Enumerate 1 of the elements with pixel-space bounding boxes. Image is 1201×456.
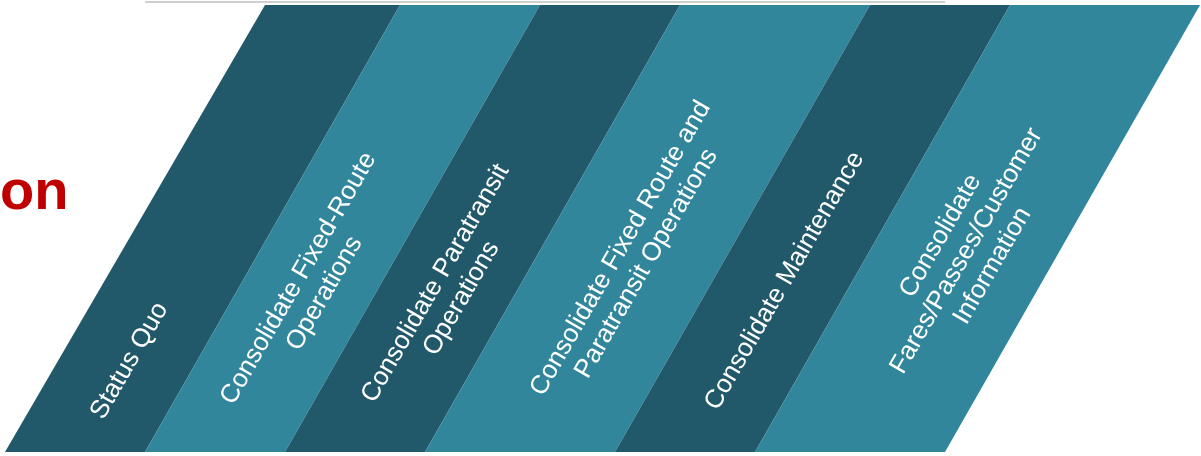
heading-fragment: on xyxy=(0,160,69,220)
